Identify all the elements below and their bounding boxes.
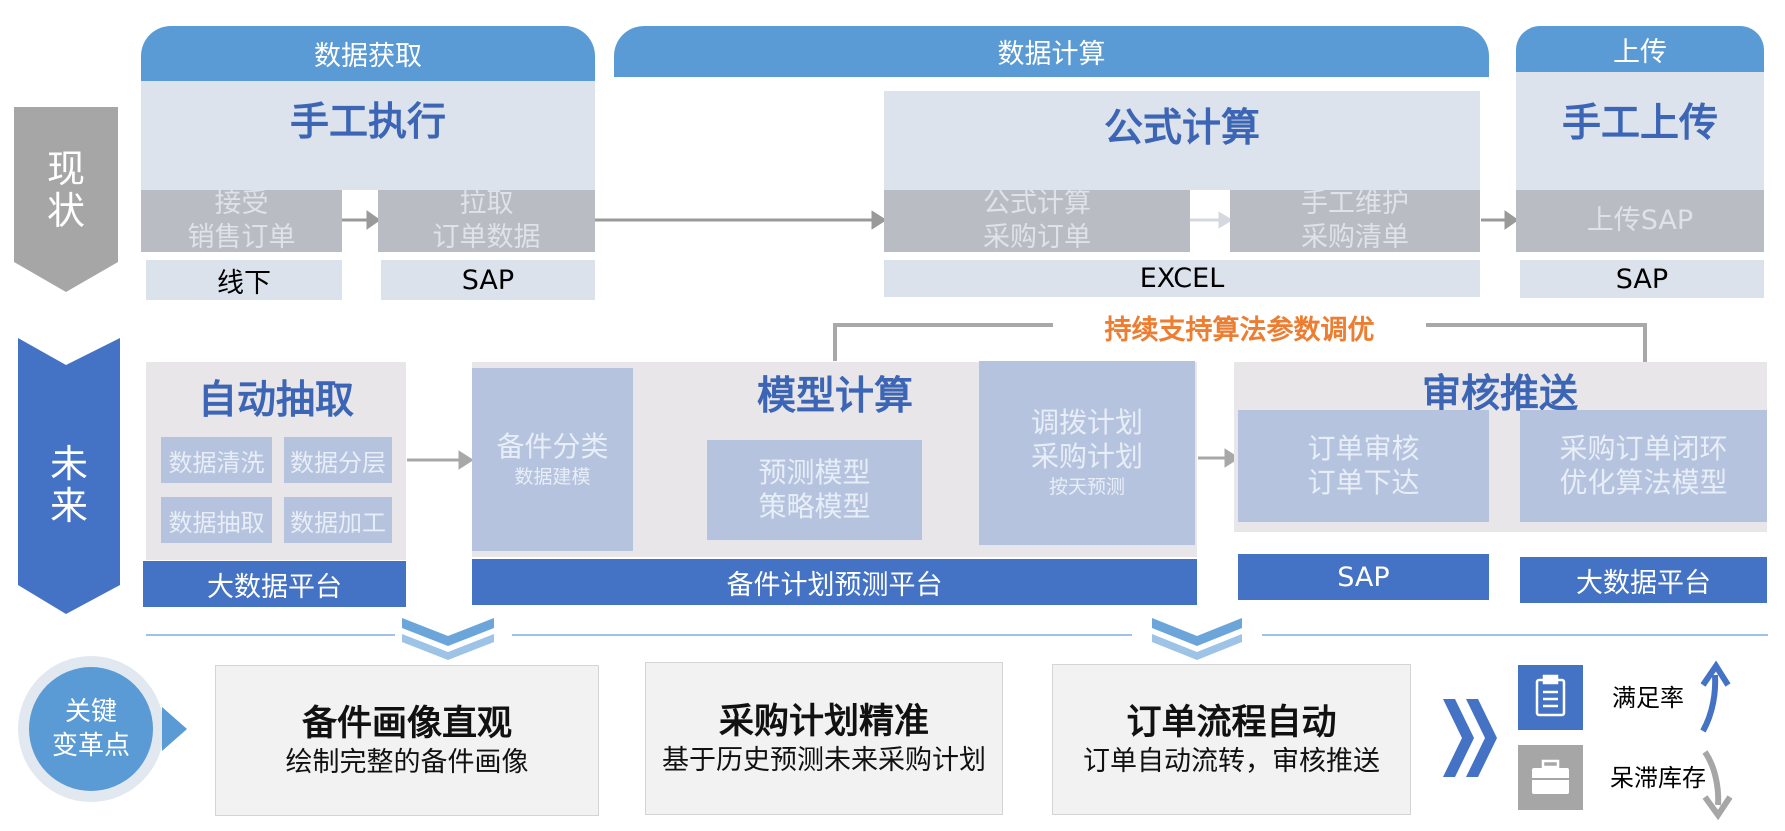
future-arrows [407, 448, 1240, 470]
block-part-classify-sub: 数据建模 [514, 465, 591, 488]
stage-header-upload: 上传 [1516, 26, 1764, 72]
block-allocation-plan: 调拨计划 采购计划 按天预测 [979, 361, 1195, 545]
stage-header-compute: 数据计算 [614, 26, 1489, 77]
card-purchase-plan-title: 采购计划精准 [718, 701, 929, 742]
formula-title: 公式计算 [1103, 106, 1260, 151]
stage-header-acquire-label: 数据获取 [314, 41, 422, 72]
card-order-auto-subtitle: 订单自动流转，审核推送 [1083, 745, 1380, 777]
row-label-future: 未 来 [49, 442, 88, 528]
block-part-classify-label: 备件分类 [496, 429, 609, 463]
down-chevron-icon [402, 618, 1242, 660]
block-allocation-plan-label: 调拨计划 采购计划 [1030, 406, 1143, 473]
process-receive-order: 接受 销售订单 [141, 188, 342, 253]
model-title: 模型计算 [756, 374, 913, 419]
system-offline: 线下 [146, 260, 342, 300]
system-sap-acquire: SAP [381, 260, 595, 300]
trend-up-arrow-icon [1700, 660, 1731, 733]
block-predict-model: 预测模型 策略模型 [707, 440, 922, 540]
manual-upload-title: 手工上传 [1561, 101, 1718, 146]
key-badge-disc [29, 667, 153, 791]
model-title-wrap: 模型计算 [700, 365, 970, 421]
card-order-auto-title: 订单流程自动 [1126, 702, 1337, 743]
manual-exec-panel: 手工执行 [141, 81, 595, 190]
manual-exec-title: 手工执行 [289, 100, 446, 145]
system-sap-upload: SAP [1520, 260, 1764, 298]
card-order-auto: 订单流程自动 订单自动流转，审核推送 [1052, 664, 1411, 815]
review-title-wrap: 审核推送 [1400, 363, 1600, 419]
card-purchase-plan: 采购计划精准 基于历史预测未来采购计划 [645, 662, 1003, 815]
future-row-chevron [18, 338, 120, 614]
auto-extract-title: 自动抽取 [197, 378, 354, 423]
block-part-classify: 备件分类 数据建模 [472, 368, 633, 551]
briefcase-glyph [1532, 759, 1569, 794]
system-bigdata-review: 大数据平台 [1520, 557, 1767, 603]
current-row-chevron [14, 107, 118, 292]
card-purchase-plan-subtitle: 基于历史预测未来采购计划 [662, 744, 986, 776]
double-chevron-icon [1443, 699, 1497, 777]
system-bigdata-extract: 大数据平台 [143, 561, 406, 607]
block-allocation-plan-sub: 按天预测 [1048, 476, 1125, 498]
trend-down-arrow-icon [1702, 750, 1733, 821]
block-order-review: 订单审核 订单下达 [1238, 410, 1489, 522]
card-part-portrait-subtitle: 绘制完整的备件画像 [285, 746, 529, 778]
chip-data-processing: 数据加工 [284, 497, 392, 543]
chip-data-extraction: 数据抽取 [161, 497, 272, 543]
system-sap-future: SAP [1238, 554, 1489, 600]
system-excel: EXCEL [884, 260, 1480, 297]
current-arrows [342, 210, 1519, 230]
stage-header-acquire: 数据获取 [141, 26, 595, 81]
metric-stale-inventory: 呆滞库存 [1610, 764, 1706, 792]
current-inner-arrows [1190, 211, 1233, 229]
card-part-portrait-title: 备件画像直观 [301, 703, 512, 744]
stage-header-compute-label: 数据计算 [997, 39, 1106, 70]
key-badge-pointer-icon [162, 707, 187, 751]
clipboard-glyph [1535, 674, 1566, 717]
review-title: 审核推送 [1421, 372, 1578, 417]
card-part-portrait: 备件画像直观 绘制完整的备件画像 [215, 665, 599, 816]
metric-fill-rate: 满足率 [1612, 684, 1684, 712]
process-upload-sap: 上传SAP [1516, 190, 1764, 252]
row-label-current: 现 状 [46, 147, 85, 233]
auto-extract-panel: 自动抽取 数据清洗 数据分层 数据抽取 数据加工 [146, 362, 406, 560]
chip-data-layering: 数据分层 [284, 437, 392, 483]
manual-upload-panel: 手工上传 [1516, 72, 1764, 190]
stage-header-upload-label: 上传 [1613, 36, 1667, 68]
chip-data-cleaning: 数据清洗 [161, 437, 272, 483]
process-formula-po: 公式计算 采购订单 [884, 188, 1190, 253]
formula-panel: 公式计算 [884, 91, 1480, 190]
key-badge-label: 关键 变革点 [51, 697, 130, 761]
block-order-loop: 采购订单闭环 优化算法模型 [1520, 410, 1767, 522]
feedback-label: 持续支持算法参数调优 [1104, 314, 1375, 346]
system-forecast-platform: 备件计划预测平台 [472, 559, 1197, 605]
process-maintain-list: 手工维护 采购清单 [1230, 188, 1480, 253]
process-pull-order-data: 拉取 订单数据 [378, 188, 595, 253]
